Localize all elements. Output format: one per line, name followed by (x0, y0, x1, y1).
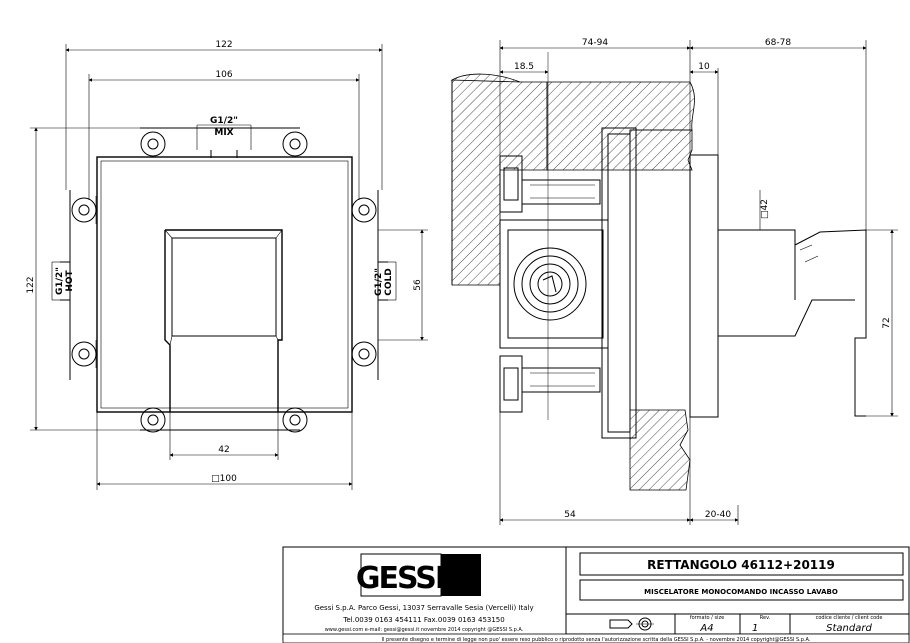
product-title: RETTANGOLO 46112+20119 (647, 558, 835, 572)
dim-56: 56 (378, 229, 428, 341)
format-value: A4 (699, 623, 713, 634)
dim-height: 122 (26, 127, 140, 431)
corner-lugs (71, 131, 377, 433)
lower-connector (499, 355, 601, 413)
dim-sq42-label: □42 (760, 199, 770, 219)
projection-symbol (609, 617, 654, 631)
dim-68-78: 68-78 (689, 38, 867, 230)
dim-outer-width-label: 122 (215, 40, 232, 50)
dim-20-40: 20-40 (689, 505, 739, 525)
lever-side (718, 229, 867, 417)
dim-74-94-label: 74-94 (582, 38, 608, 48)
rev-header: Rev. (760, 615, 771, 621)
dim-20-40-label: 20-40 (705, 510, 731, 520)
dim-54-label: 54 (564, 510, 576, 520)
dim-54: 54 (499, 412, 691, 525)
dim-72: 72 (866, 229, 898, 417)
title-block: GESSI Gessi S.p.A. Parco Gessi, 13037 Se… (282, 546, 910, 643)
dim-10-label: 10 (698, 62, 710, 72)
dim-42: 42 (169, 412, 279, 460)
dim-18-5-label: 18.5 (514, 62, 534, 72)
dim-inner-width: 106 (88, 70, 360, 200)
gessi-logo: GESSI (356, 553, 481, 597)
dim-plate-label: □100 (211, 474, 237, 484)
dim-10: 10 (689, 62, 719, 155)
product-subtitle: MISCELATORE MONOCOMANDO INCASSO LAVABO (644, 588, 838, 596)
dim-hot: G1/2" HOT (51, 261, 75, 301)
dim-56-label: 56 (413, 279, 423, 291)
dim-74-94: 74-94 (499, 38, 691, 160)
dim-mix-label: MIX (214, 128, 233, 138)
dim-inner-width-label: 106 (215, 70, 232, 80)
footer-notice: Il presente disegno e termine di legge n… (382, 637, 811, 643)
dim-mix: G1/2" MIX (196, 116, 252, 150)
dim-sq42: □42 (759, 190, 770, 230)
lever-handle (164, 229, 283, 412)
mounting-frame (60, 127, 388, 433)
dim-hot-thread: G1/2" (55, 267, 65, 295)
dim-18-5: 18.5 (499, 62, 549, 74)
dim-hot-label: HOT (65, 269, 75, 291)
phone-line: Tel.0039 0163 454111 Fax.0039 0163 45315… (342, 616, 504, 624)
dim-42-label: 42 (218, 445, 229, 455)
side-view: 74-94 68-78 18.5 10 □42 72 (450, 38, 898, 525)
dim-mix-thread: G1/2" (210, 116, 238, 126)
dim-cold: G1/2" COLD (374, 261, 397, 301)
logo-text: GESSI (356, 561, 444, 596)
rev-value: 1 (752, 623, 758, 634)
dim-height-label: 122 (26, 276, 36, 293)
front-view: 122 106 G1/2" MIX 122 G1/2 (26, 40, 428, 490)
web-line: www.gessi.com e-mail: gessi@gessi.it nov… (325, 627, 524, 633)
upper-connector (499, 155, 601, 213)
dim-cold-thread: G1/2" (374, 268, 384, 296)
dim-72-label: 72 (882, 317, 892, 328)
client-value: Standard (826, 623, 872, 634)
dim-outer-width: 122 (65, 40, 383, 190)
dim-plate: □100 (96, 412, 353, 490)
format-header: formato / size (690, 615, 724, 621)
valve-body (499, 219, 609, 349)
dim-cold-label: COLD (384, 268, 394, 295)
company-line: Gessi S.p.A. Parco Gessi, 13037 Serraval… (314, 604, 533, 612)
client-header: codice cliente / client code (816, 615, 883, 621)
dim-68-78-label: 68-78 (765, 38, 791, 48)
cover-plate (96, 156, 353, 413)
